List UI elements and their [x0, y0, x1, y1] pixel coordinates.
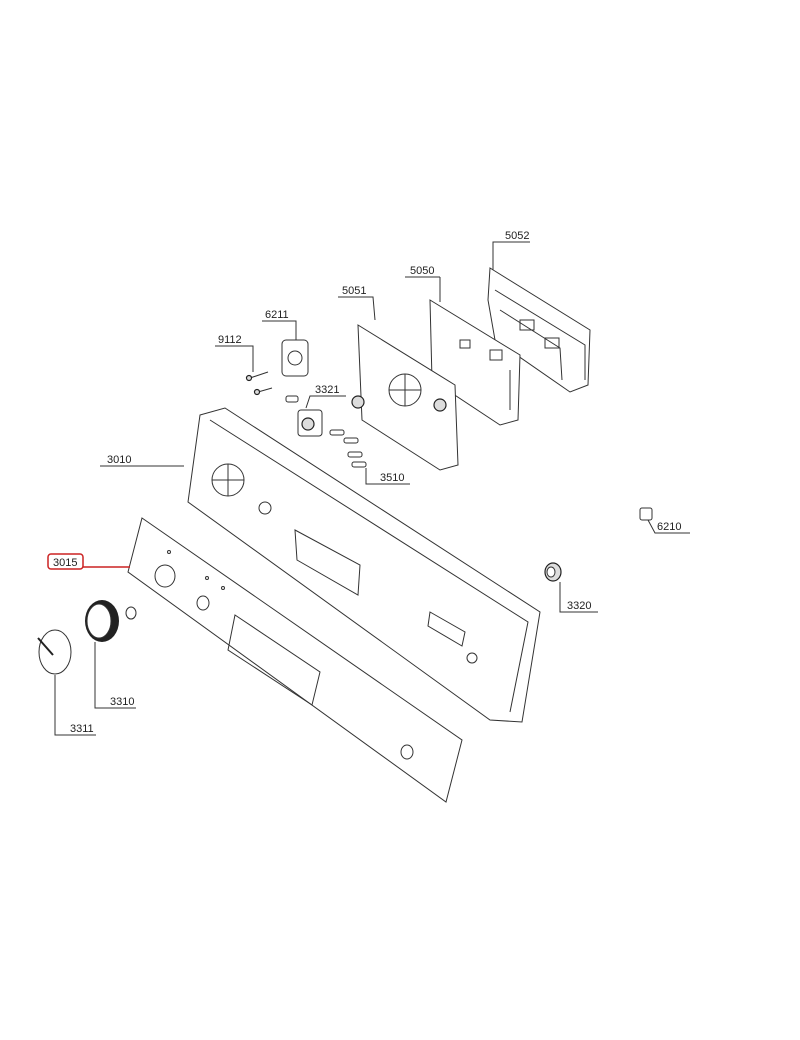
part-3311-knob — [37, 629, 72, 675]
part-5051-bracket — [351, 324, 459, 471]
callout-5052: 5052 — [492, 230, 530, 270]
svg-text:6211: 6211 — [265, 309, 289, 321]
part-3320-knob-cap — [544, 562, 562, 582]
part-3321-switch — [285, 395, 323, 437]
part-3310-knob-ring — [85, 600, 137, 642]
callout-6211: 6211 — [262, 309, 297, 340]
part-3010-control-panel — [187, 407, 541, 723]
part-6211-selector-switch — [281, 339, 309, 377]
callout-3015-highlighted: 3015 — [47, 553, 130, 570]
part-5050-circuit-board — [429, 299, 521, 426]
svg-text:5051: 5051 — [342, 285, 366, 297]
callout-9112: 9112 — [215, 334, 254, 372]
part-3510-indicator-lamps — [329, 429, 367, 468]
part-9112-screws — [245, 371, 273, 396]
svg-text:9112: 9112 — [218, 334, 242, 346]
callout-3310: 3310 — [94, 642, 136, 709]
part-6210-connector — [639, 507, 653, 521]
callout-3010: 3010 — [100, 454, 184, 467]
part-3015-front-plate — [127, 517, 463, 803]
callout-3321: 3321 — [305, 384, 346, 409]
svg-text:3010: 3010 — [107, 454, 131, 466]
part-5052-frame — [487, 267, 591, 393]
callout-3510: 3510 — [365, 468, 410, 485]
svg-text:5050: 5050 — [410, 265, 434, 277]
callout-3320: 3320 — [559, 582, 598, 613]
svg-text:3015: 3015 — [53, 557, 77, 569]
callout-5051: 5051 — [338, 285, 376, 321]
svg-text:5052: 5052 — [505, 230, 529, 242]
svg-text:6210: 6210 — [657, 521, 681, 533]
svg-text:3310: 3310 — [110, 696, 134, 708]
callout-5050: 5050 — [405, 265, 441, 302]
svg-text:3320: 3320 — [567, 600, 591, 612]
svg-text:3321: 3321 — [315, 384, 339, 396]
svg-text:3311: 3311 — [70, 723, 94, 735]
callout-3311: 3311 — [54, 675, 96, 736]
callout-6210: 6210 — [647, 519, 690, 534]
svg-text:3510: 3510 — [380, 472, 404, 484]
